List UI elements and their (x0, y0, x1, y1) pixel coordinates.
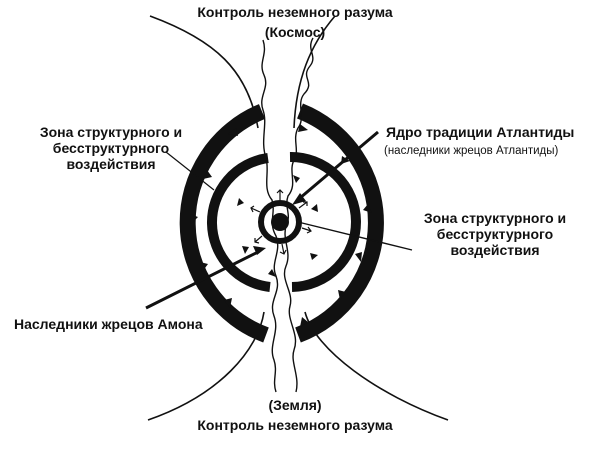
funnel-top-right-curve (293, 15, 336, 129)
channel-left-wave (261, 39, 279, 393)
pointer-right-zone-line (297, 221, 413, 251)
pointer-heirs-line (145, 250, 259, 310)
heirs-amon-label: Наследники жрецов Амона (14, 316, 203, 332)
outer-ring-arrows (190, 124, 372, 327)
core-title-label: Ядро традиции Атлантиды (386, 124, 575, 140)
left-zone-line-1: Зона структурного и (39, 124, 183, 140)
pointer-core-line (299, 130, 379, 200)
left-zone-line-2: бесструктурного (52, 140, 170, 156)
middle-ring-arrows (237, 175, 318, 277)
right-zone-line-1: Зона структурного и (423, 210, 567, 226)
bottom-earth-label: (Земля) (268, 397, 322, 413)
pointer-left-zone-line (165, 151, 215, 191)
core-subtitle-label: (наследники жрецов Атлантиды) (384, 145, 559, 157)
middle-ring-left-arc (207, 153, 271, 292)
channel-right-wave (283, 37, 314, 393)
left-zone-label: Зона структурного и бесструктурного возд… (26, 124, 196, 172)
right-zone-label: Зона структурного и бесструктурного возд… (410, 210, 580, 258)
top-cosmos-label: (Космос) (264, 24, 326, 40)
right-zone-line-3: воздействия (450, 242, 540, 258)
left-zone-line-3: воздействия (66, 156, 156, 172)
core-dot (271, 213, 289, 231)
outer-ring-right-arc (295, 103, 384, 343)
pointer-core-arrowhead (292, 193, 306, 205)
pointer-heirs-arrowhead (253, 246, 266, 255)
right-zone-line-2: бесструктурного (436, 226, 554, 242)
top-control-label: Контроль неземного разума (197, 4, 393, 20)
middle-ring-right-arc (289, 151, 361, 292)
bottom-control-label: Контроль неземного разума (197, 417, 393, 433)
outer-ring-left-arc (179, 104, 269, 343)
inner-ring-small-arrows (250, 189, 312, 255)
